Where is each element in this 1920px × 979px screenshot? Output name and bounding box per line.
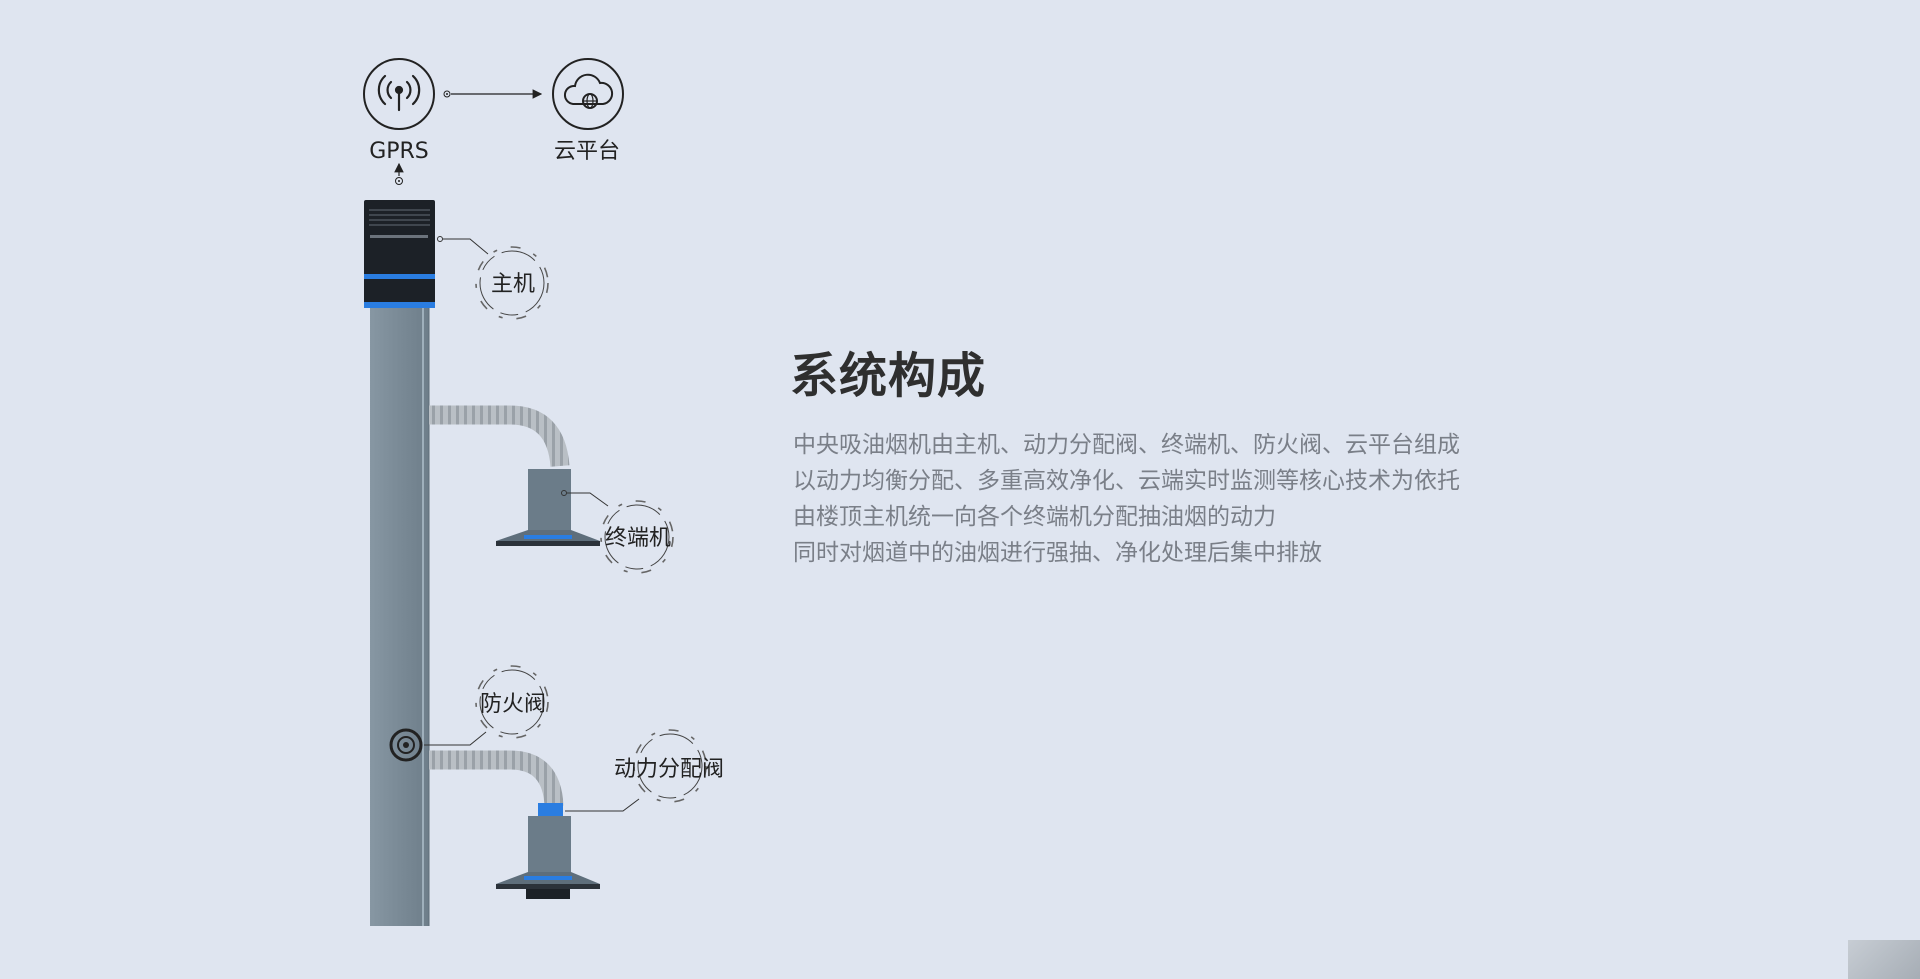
- description: 中央吸油烟机由主机、动力分配阀、终端机、防火阀、云平台组成 以动力均衡分配、多重…: [793, 427, 1460, 571]
- host-unit: [364, 200, 435, 308]
- antenna-icon: [377, 74, 421, 112]
- fire-damper: [389, 728, 423, 762]
- description-line: 以动力均衡分配、多重高效净化、云端实时监测等核心技术为依托: [793, 468, 1460, 494]
- fire-valve-label: 防火阀: [480, 692, 546, 717]
- lower-flex-duct: [429, 750, 564, 807]
- host-to-gprs-link: [394, 162, 404, 185]
- host-callout: 主机: [437, 236, 549, 320]
- gprs-label: GPRS: [369, 139, 429, 164]
- fire-valve-callout: 防火阀: [424, 665, 549, 746]
- terminal-unit-upper: [496, 469, 600, 546]
- host-label: 主机: [491, 272, 535, 297]
- upper-flex-duct: [429, 405, 570, 468]
- description-line: 由楼顶主机统一向各个终端机分配抽油烟的动力: [793, 504, 1276, 530]
- gprs-to-cloud-link: [443, 89, 543, 99]
- main-duct: [370, 300, 430, 926]
- section-title: 系统构成: [790, 348, 987, 404]
- cloud-node: 云平台: [552, 58, 624, 164]
- terminal-unit-lower: [496, 803, 600, 899]
- power-valve-label: 动力分配阀: [614, 757, 724, 782]
- description-line: 中央吸油烟机由主机、动力分配阀、终端机、防火阀、云平台组成: [793, 432, 1460, 458]
- description-line: 同时对烟道中的油烟进行强抽、净化处理后集中排放: [793, 540, 1322, 566]
- gprs-node: GPRS: [363, 58, 435, 164]
- power-valve-callout: 动力分配阀: [565, 729, 724, 812]
- terminal-label: 终端机: [605, 526, 671, 551]
- corner-decoration: [1848, 940, 1920, 979]
- terminal-callout: 终端机: [561, 490, 674, 574]
- cloud-globe-icon: [564, 73, 614, 109]
- cloud-label: 云平台: [554, 139, 620, 164]
